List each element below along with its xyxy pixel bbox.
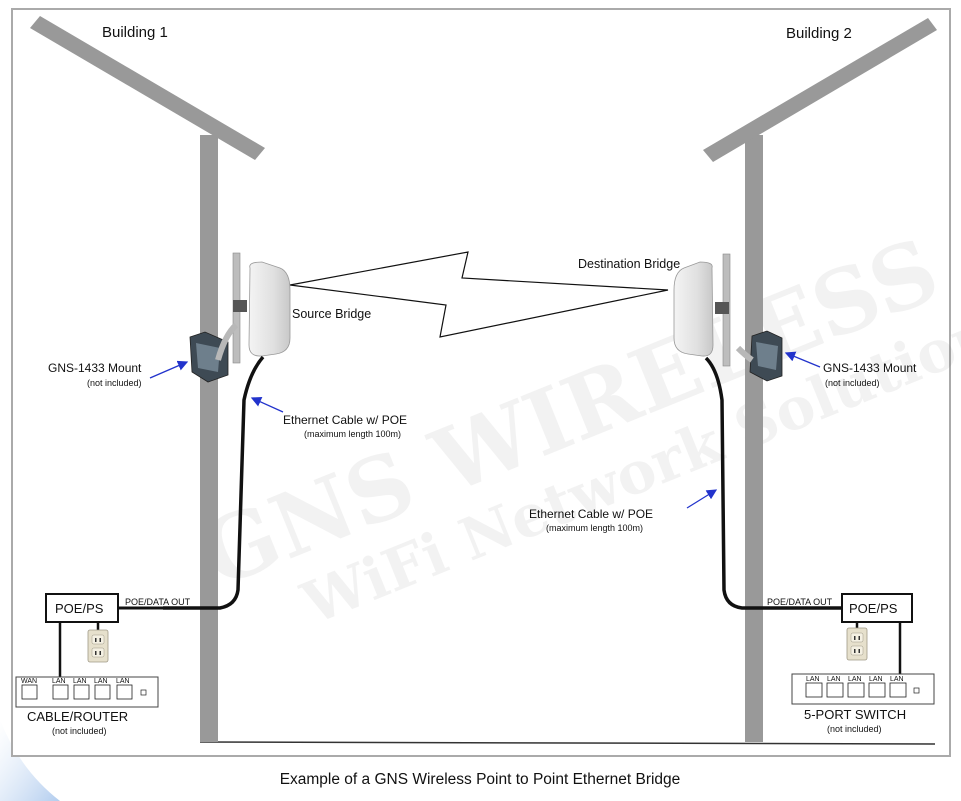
destination-bridge-label: Destination Bridge	[578, 257, 680, 271]
router-port-label: LAN	[94, 678, 108, 685]
switch-note: (not included)	[827, 724, 882, 734]
poe-right-label: POE/PS	[849, 601, 898, 616]
power-outlet-right	[846, 627, 868, 661]
ethernet-cable-left	[163, 355, 265, 610]
poe-left-out-label: POE/DATA OUT	[125, 597, 191, 607]
mount-left-note: (not included)	[87, 378, 142, 388]
cable-left-arrow	[250, 397, 284, 413]
router-port-label: WAN	[21, 678, 37, 685]
switch-port: LAN	[805, 676, 823, 698]
router-indicator	[140, 689, 147, 696]
building-1-wall	[200, 135, 218, 742]
building-1	[30, 16, 265, 742]
switch-port-label: LAN	[848, 676, 862, 683]
cable-right-arrow	[686, 489, 718, 509]
ethernet-cable-right	[704, 356, 842, 610]
router-port-label: LAN	[73, 678, 87, 685]
router-port: WAN	[21, 678, 38, 700]
switch-port: LAN	[826, 676, 844, 698]
switch-port: LAN	[847, 676, 865, 698]
router-note: (not included)	[52, 726, 107, 736]
destination-bridge-device	[673, 253, 783, 382]
cable-left-note: (maximum length 100m)	[304, 429, 401, 439]
building-2-roof	[703, 18, 937, 162]
source-bridge-device	[189, 252, 291, 383]
building-1-label: Building 1	[102, 24, 168, 41]
cable-left-label: Ethernet Cable w/ POE	[283, 413, 407, 427]
mount-right-label: GNS-1433 Mount	[823, 361, 917, 375]
router-label: CABLE/ROUTER	[27, 709, 128, 724]
building-2-label: Building 2	[786, 25, 852, 42]
router-port-label: LAN	[52, 678, 66, 685]
router-port-label: LAN	[116, 678, 130, 685]
switch-port-label: LAN	[827, 676, 841, 683]
diagram-frame	[11, 8, 951, 757]
poe-right-out-label: POE/DATA OUT	[767, 597, 833, 607]
router-port: LAN	[73, 678, 90, 700]
router-ports: WAN LAN LAN LAN LAN	[21, 678, 147, 700]
building-2-wall	[745, 135, 763, 742]
switch-label: 5-PORT SWITCH	[804, 707, 906, 722]
switch-port: LAN	[889, 676, 907, 698]
router-port: LAN	[116, 678, 133, 700]
poe-left-box	[45, 593, 119, 623]
mount-left-arrow	[149, 360, 189, 379]
building-2	[703, 18, 937, 742]
source-bridge-label: Source Bridge	[292, 307, 371, 321]
building-1-roof	[30, 16, 265, 160]
switch-ports: LAN LAN LAN LAN LAN	[805, 676, 920, 698]
ground-line	[199, 741, 936, 745]
power-outlet-left	[87, 629, 109, 663]
switch-port: LAN	[868, 676, 886, 698]
mount-right-arrow	[784, 351, 821, 368]
switch-port-label: LAN	[806, 676, 820, 683]
router-port: LAN	[94, 678, 111, 700]
decorative-swoosh	[0, 720, 60, 801]
diagram-caption: Example of a GNS Wireless Point to Point…	[280, 771, 681, 788]
switch-port-label: LAN	[890, 676, 904, 683]
wireless-link-bolt	[289, 251, 669, 338]
mount-left-label: GNS-1433 Mount	[48, 361, 142, 375]
poe-left-label: POE/PS	[55, 601, 104, 616]
mount-right-note: (not included)	[825, 378, 880, 388]
poe-right-box	[841, 593, 913, 623]
cable-right-note: (maximum length 100m)	[546, 523, 643, 533]
switch-indicator	[913, 687, 920, 694]
cable-right-label: Ethernet Cable w/ POE	[529, 507, 653, 521]
switch-port-label: LAN	[869, 676, 883, 683]
router-port: LAN	[52, 678, 69, 700]
